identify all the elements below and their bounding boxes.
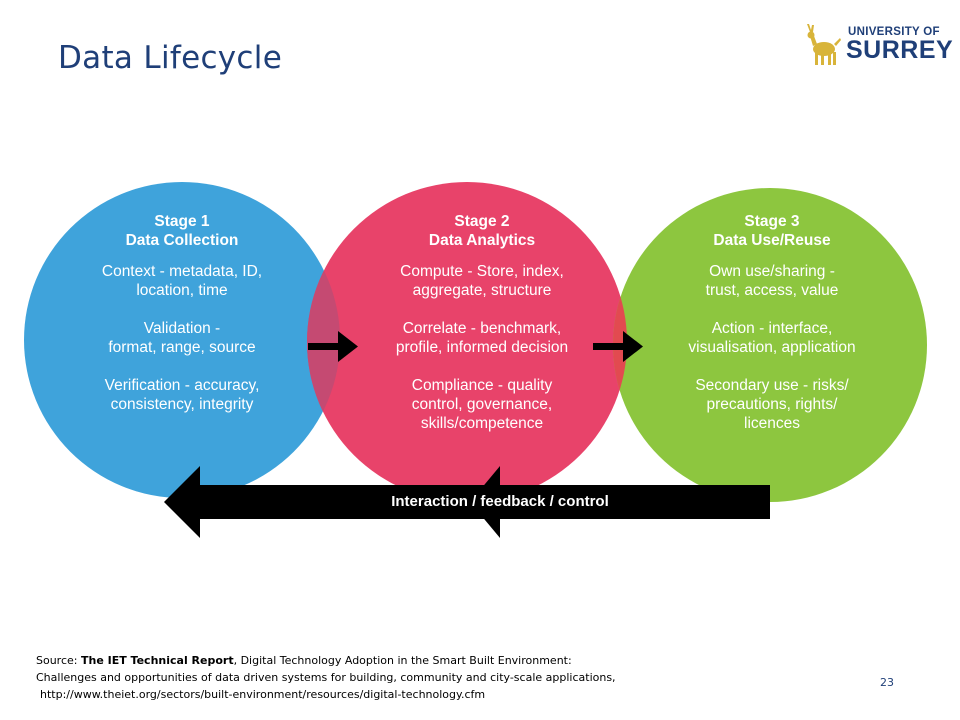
source-report-title: The IET Technical Report: [80, 654, 234, 667]
stage1-circle: [24, 182, 340, 498]
stage1-heading: Stage 1: [154, 213, 210, 230]
stage3-line: visualisation, application: [688, 339, 856, 356]
logo-university-of: UNIVERSITY OF: [848, 26, 940, 38]
stage2-line: Correlate - benchmark,: [402, 320, 562, 337]
stag-icon: [807, 24, 841, 65]
stage2-circle: [307, 182, 627, 502]
source-line-1: Source: The IET Technical Report, Digita…: [36, 652, 856, 669]
feedback-label: Interaction / feedback / control: [391, 493, 609, 510]
stage3-line: trust, access, value: [705, 282, 839, 299]
stage1-line: consistency, integrity: [110, 396, 254, 413]
logo-surrey: SURREY: [846, 36, 954, 64]
page-number: 23: [880, 676, 894, 689]
stage1-subheading: Data Collection: [125, 232, 239, 249]
stage3-text: Stage 3 Data Use/Reuse Own use/sharing -…: [652, 212, 892, 433]
stage3-line: precautions, rights/: [706, 396, 838, 413]
stage3-line: Action - interface,: [711, 320, 833, 337]
slide-title: Data Lifecycle: [58, 40, 283, 76]
stage2-heading: Stage 2: [454, 213, 510, 230]
stage3-line: Secondary use - risks/: [695, 377, 849, 394]
stage1-line: format, range, source: [108, 339, 256, 356]
stage1-line: Verification - accuracy,: [104, 377, 260, 394]
stage2-line: skills/competence: [420, 415, 544, 432]
stage2-line: Compute - Store, index,: [400, 263, 564, 280]
arrow-stage2-to-stage3: [593, 331, 643, 362]
stage3-line: Own use/sharing -: [709, 263, 835, 280]
stage1-line: location, time: [136, 282, 228, 299]
stage2-line: Compliance - quality: [411, 377, 553, 394]
stage3-heading: Stage 3: [744, 213, 800, 230]
source-url[interactable]: http://www.theiet.org/sectors/built-envi…: [40, 688, 486, 701]
stage2-line: profile, informed decision: [395, 339, 569, 356]
source-rest: , Digital Technology Adoption in the Sma…: [233, 654, 572, 667]
feedback-arrow: [164, 466, 770, 538]
stage3-line: licences: [744, 415, 800, 432]
source-citation: Source: The IET Technical Report, Digita…: [36, 652, 856, 703]
stage1-line: Context - metadata, ID,: [101, 263, 263, 280]
stage1-line: Validation -: [143, 320, 221, 337]
source-prefix: Source:: [36, 654, 81, 667]
university-logo: UNIVERSITY OF SURREY: [804, 22, 953, 68]
stage2-subheading: Data Analytics: [428, 232, 536, 249]
stage2-line: control, governance,: [411, 396, 553, 413]
stage2-line: aggregate, structure: [412, 282, 552, 299]
stage3-subheading: Data Use/Reuse: [713, 232, 831, 249]
stage1-text: Stage 1 Data Collection Context - metada…: [62, 212, 302, 414]
source-line-2: Challenges and opportunities of data dri…: [36, 671, 616, 684]
stage3-circle: [613, 188, 927, 502]
stage2-text: Stage 2 Data Analytics Compute - Store, …: [362, 212, 602, 433]
arrow-stage1-to-stage2: [308, 331, 358, 362]
